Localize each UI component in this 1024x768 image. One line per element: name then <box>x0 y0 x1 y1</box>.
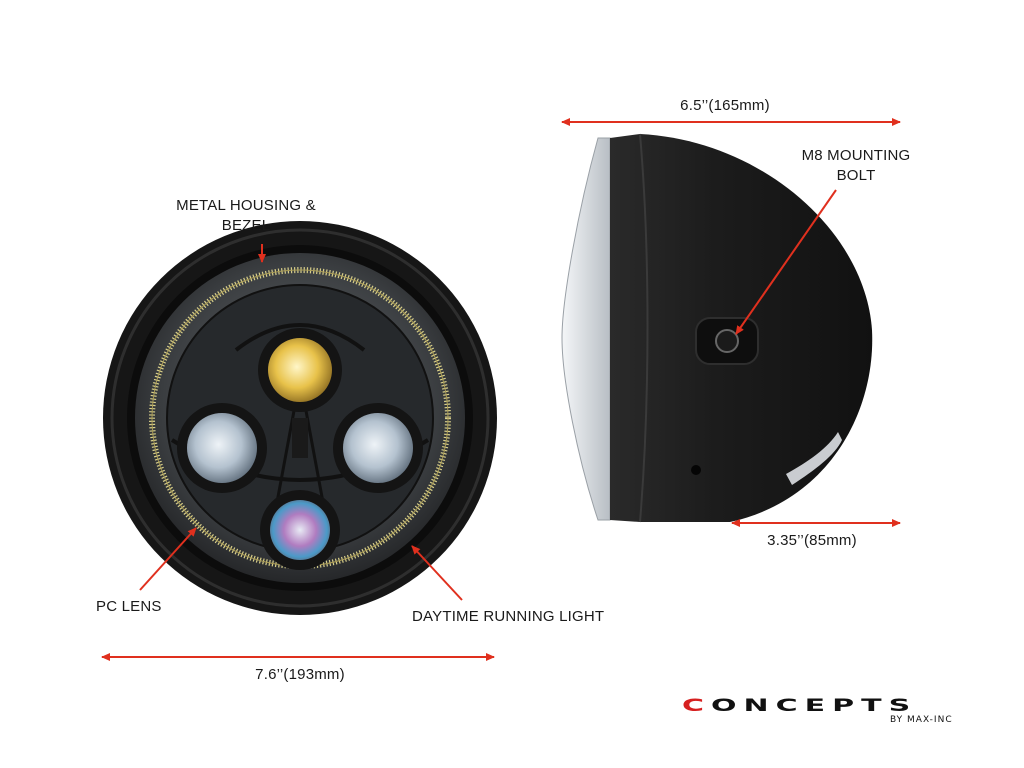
metal-housing-label-line1: METAL HOUSING & <box>176 197 316 214</box>
m8-bolt <box>715 329 739 353</box>
mounting-bolt-label-line2: BOLT <box>836 167 876 184</box>
led-right <box>343 413 413 483</box>
led-left <box>187 413 257 483</box>
front-view-headlight <box>103 221 497 615</box>
led-top-amber <box>268 338 332 402</box>
concepts-logo: CONCEPTS BY MAX-INC <box>682 696 982 736</box>
side-depth-label: 3.35’’(85mm) <box>767 532 857 549</box>
drl-label: DAYTIME RUNNING LIGHT <box>412 608 605 625</box>
pc-lens-pointer <box>139 527 197 591</box>
bezel-rim-highlight <box>110 228 490 608</box>
pc-lens-label: PC LENS <box>96 598 162 615</box>
logo-subtitle: BY MAX-INC <box>890 715 953 725</box>
center-bracket <box>292 418 308 458</box>
side-width-label: 6.5’’(165mm) <box>680 97 770 114</box>
drl-pointer <box>411 545 463 601</box>
metal-housing-label-line2: BEZEL <box>221 217 271 234</box>
side-view-headlight <box>561 133 873 523</box>
logo-first-letter: C <box>682 696 712 716</box>
side-bezel-seam <box>639 133 649 523</box>
mounting-bolt-label-line1: M8 MOUNTING <box>801 147 911 164</box>
logo-wordmark: CONCEPTS <box>682 696 917 715</box>
side-lens-profile <box>561 137 611 521</box>
reflector-frame-upper <box>234 323 366 352</box>
dimension-arrows <box>101 118 901 661</box>
bolt-pointer <box>735 189 837 335</box>
side-screw-hole <box>691 465 701 475</box>
mounting-bolt-label: M8 MOUNTING BOLT <box>786 146 926 186</box>
logo-rest: ONCEPTS <box>711 696 918 716</box>
led-bottom <box>270 500 330 560</box>
front-width-label: 7.6’’(193mm) <box>255 666 345 683</box>
metal-housing-label: METAL HOUSING & BEZEL <box>160 196 332 236</box>
side-bracket <box>786 432 842 485</box>
